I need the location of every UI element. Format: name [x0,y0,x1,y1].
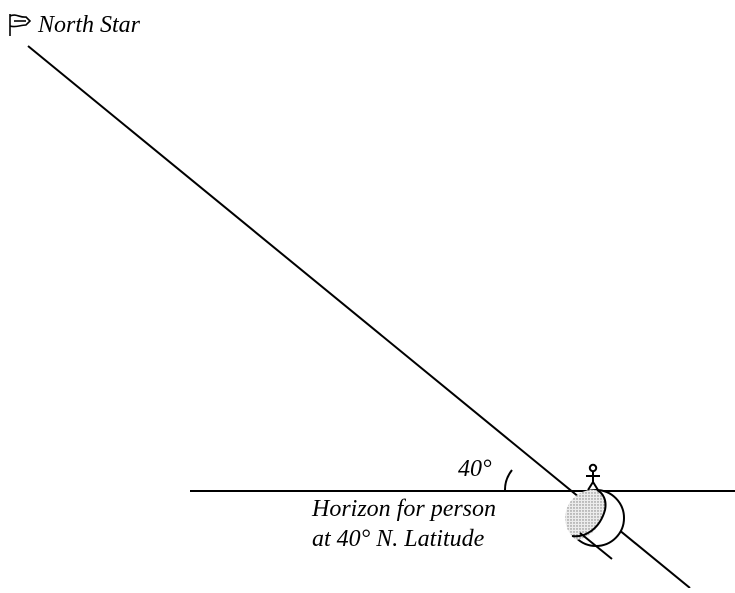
horizon-label-line1: Horizon for person [311,496,496,522]
angle-arc [503,469,513,492]
star-arrow-icon [9,14,32,36]
north-star-label: North Star [37,12,141,38]
horizon-label-line2: at 40° N. Latitude [312,526,485,552]
earth-globe-icon [565,489,625,560]
stick-figure-icon [586,463,600,491]
angle-label: 40° [458,456,492,482]
